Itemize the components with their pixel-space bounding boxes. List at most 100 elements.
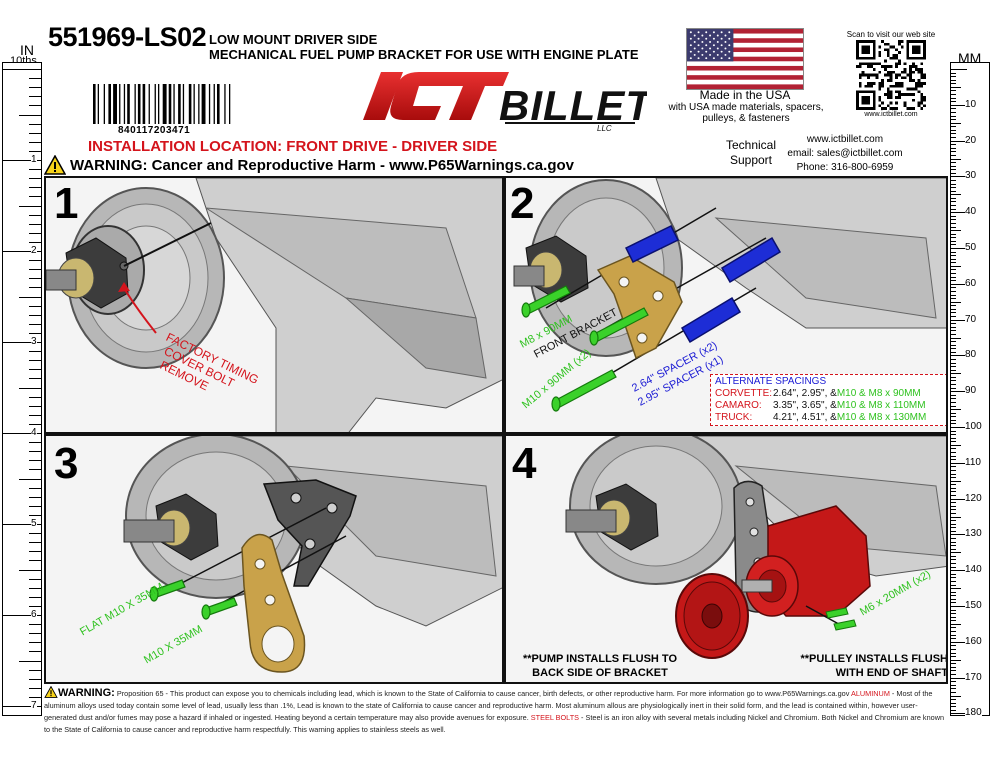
footer-text-3: - Steel is an iron alloy with several me… <box>44 713 945 734</box>
ruler-tick <box>951 76 956 78</box>
ruler-tick <box>951 684 956 686</box>
qr-module <box>912 93 915 96</box>
flag-star <box>716 47 719 50</box>
qr-module <box>872 62 876 66</box>
qr-module <box>892 107 896 110</box>
ruler-tick <box>951 287 956 289</box>
barcode-bar <box>113 84 117 124</box>
ruler-tick <box>29 105 41 107</box>
barcode-bar <box>193 84 195 124</box>
ruler-tick <box>951 276 956 278</box>
qr-module <box>875 76 879 80</box>
ruler-tick <box>951 555 956 557</box>
qr-module <box>884 68 887 71</box>
ruler-tick <box>951 430 956 432</box>
ruler-tick <box>951 577 956 579</box>
qr-module <box>906 87 910 91</box>
ruler-tick <box>951 523 956 525</box>
ruler-tick <box>951 623 961 625</box>
qr-code[interactable] <box>856 40 926 110</box>
ruler-tick <box>951 376 956 378</box>
flag-canton <box>687 29 734 62</box>
alternate-spacings-box: ALTERNATE SPACINGS CORVETTE: 2.64", 2.95… <box>710 374 946 426</box>
ruler-tick <box>951 384 956 386</box>
step-2-number: 2 <box>510 179 535 228</box>
flag-star <box>712 50 715 53</box>
ruler-tick <box>951 108 956 110</box>
qr-module <box>889 84 893 88</box>
ruler-tick <box>19 387 41 389</box>
flag-star <box>724 47 727 50</box>
flag-star <box>712 57 715 60</box>
qr-module <box>884 48 887 52</box>
ruler-label: 120 <box>965 492 982 504</box>
qr-module <box>895 62 898 66</box>
ruler-label: 160 <box>965 635 982 647</box>
qr-module <box>900 45 904 49</box>
ruler-tick <box>29 696 41 698</box>
qr-module <box>889 56 893 60</box>
ruler-tick <box>951 172 956 174</box>
qr-module <box>886 42 890 46</box>
qr-module <box>895 107 898 110</box>
flag-star <box>712 44 715 47</box>
ruler-label: 2 <box>31 245 37 256</box>
qr-module <box>870 84 873 88</box>
ruler-tick <box>951 373 961 375</box>
flag-stripe <box>687 33 803 39</box>
contact-email[interactable]: email: sales@ictbillet.com <box>787 148 903 159</box>
ruler-tick <box>29 78 41 80</box>
ruler-tick <box>951 126 956 128</box>
flag-star <box>705 31 708 34</box>
flag-star <box>712 31 715 34</box>
qr-module <box>884 107 887 110</box>
ruler-tick <box>951 516 961 518</box>
qr-module <box>912 87 915 91</box>
qr-module <box>920 96 924 99</box>
ruler-tick <box>951 502 956 504</box>
pump-note-line2: BACK SIDE OF BRACKET <box>532 667 668 679</box>
ruler-tick <box>29 496 41 498</box>
contact-website[interactable]: www.ictbillet.com <box>806 134 884 145</box>
ruler-tick <box>951 634 956 636</box>
qr-module <box>889 45 893 49</box>
barcode-number: 840117203471 <box>118 125 191 136</box>
ruler-label: 100 <box>965 421 982 432</box>
qr-module <box>923 104 926 108</box>
ruler-tick <box>29 314 41 316</box>
qr-module <box>906 93 910 96</box>
qr-module <box>886 87 890 91</box>
qr-module <box>895 90 898 94</box>
qr-module <box>903 101 907 105</box>
ruler-tick <box>951 119 956 121</box>
qr-module <box>889 90 893 94</box>
ruler-tick <box>951 691 956 693</box>
ruler-tick <box>951 677 967 679</box>
flag-stripe <box>687 61 803 67</box>
pulley-note-line1: **PULLEY INSTALLS FLUSH <box>800 653 948 665</box>
svg-text:BILLET: BILLET <box>499 82 647 129</box>
ruler-label: 4 <box>31 427 37 438</box>
flag-stripe <box>687 38 803 43</box>
ruler-tick <box>29 369 41 371</box>
ruler-tick <box>951 670 956 672</box>
qr-module <box>920 70 924 74</box>
part-title: LOW MOUNT DRIVER SIDE <box>209 32 378 47</box>
ruler-tick <box>29 278 41 280</box>
qr-module <box>909 73 912 77</box>
qr-module <box>914 82 918 85</box>
qr-module <box>878 62 882 66</box>
ruler-tick <box>951 423 956 425</box>
qr-module <box>903 76 907 80</box>
ruler-tick <box>29 169 41 171</box>
ruler-tick <box>29 414 41 416</box>
flag-star <box>720 31 723 34</box>
ruler-tick <box>951 326 956 328</box>
qr-module <box>878 87 882 91</box>
flag-star <box>709 47 712 50</box>
ruler-tick <box>951 527 956 529</box>
ruler-tick <box>951 534 967 536</box>
footer-text-2: - Most of the aluminum alloys used today… <box>44 689 933 722</box>
qr-module <box>898 51 901 54</box>
pulley-note-line2: WITH END OF SHAFT <box>835 667 948 679</box>
